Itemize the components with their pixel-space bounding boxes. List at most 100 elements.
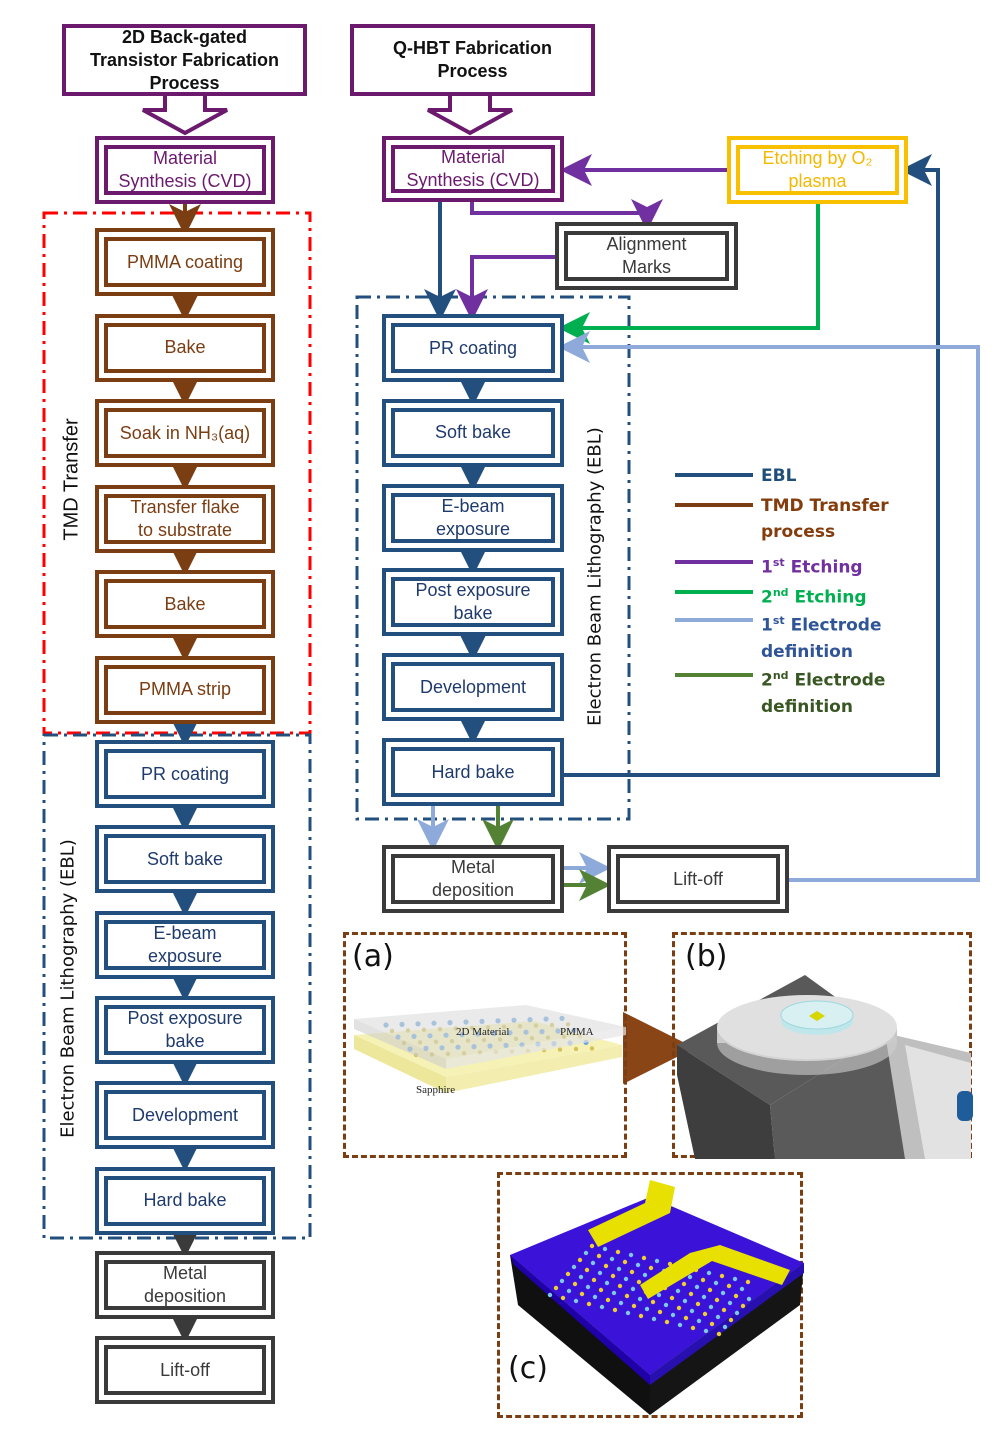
panel-a: (a) 2D Material PMMA Sapphire (343, 932, 627, 1158)
legend-swatch (675, 560, 753, 564)
left-post-step-label: Metal deposition (104, 1260, 266, 1310)
legend-swatch (675, 473, 753, 477)
left-flow-title: 2D Back-gated Transistor Fabrication Pro… (62, 24, 307, 96)
right-flow-title: Q-HBT Fabrication Process (350, 24, 595, 96)
right-ebl-step-label: Hard bake (391, 747, 555, 797)
tmd-step-label: Bake (104, 579, 266, 629)
left-ebl-step-label: Hard bake (104, 1175, 266, 1226)
panel-b-spin-coater-illustration (677, 975, 973, 1159)
right-ebl-step-box: E-beam exposure (382, 483, 564, 552)
right-ebl-group-label: Electron Beam Lithography (EBL) (584, 427, 606, 726)
alignment-marks-label: Alignment Marks (564, 231, 729, 281)
tmd-step-label: PMMA coating (104, 237, 266, 287)
right-ebl-step-label: Soft bake (391, 407, 555, 458)
left-ebl-step-label: Soft bake (104, 834, 266, 885)
legend-label: 1st Etching (761, 556, 863, 578)
panel-c-device-illustration (510, 1180, 804, 1415)
right-ebl-step-box: PR coating (382, 314, 564, 382)
legend-label: 2nd Etching (761, 586, 867, 608)
tmd-transfer-group-label: TMD Transfer (60, 418, 83, 541)
electrode-1 (588, 1180, 675, 1247)
tmd-step-box: PMMA strip (95, 655, 275, 724)
left-ebl-step-box: Development (95, 1081, 275, 1150)
legend-label: 2nd Electrode definition (761, 669, 886, 717)
panel-a-sapphire-label: Sapphire (416, 1084, 455, 1096)
legend-item: 2nd Electrode definition (675, 663, 885, 720)
panel-c: (c) (497, 1172, 804, 1418)
left-ebl-group-label: Electron Beam Lithography (EBL) (57, 839, 79, 1138)
legend-label: EBL (761, 466, 797, 486)
right-liftoff-label: Lift-off (616, 854, 780, 904)
legend-item: 2nd Etching (675, 580, 867, 611)
right-ebl-step-box: Hard bake (382, 738, 564, 806)
legend-item: EBL (675, 463, 796, 489)
left-ebl-step-label: Development (104, 1090, 266, 1141)
right-metal-deposition-label: Metal deposition (391, 854, 555, 904)
tmd-step-label: Bake (104, 322, 266, 373)
etching-o2-plasma-label: Etching by O₂ plasma (736, 145, 899, 195)
electrode-2 (640, 1245, 790, 1299)
panel-a-pmma-label: PMMA (560, 1026, 594, 1038)
left-ebl-step-label: Post exposure bake (104, 1004, 266, 1055)
legend-swatch (675, 590, 753, 594)
ebl-hardbake-to-etching-arrow (563, 154, 940, 777)
left-material-synthesis-label: Material Synthesis (CVD) (104, 145, 266, 195)
panel-b-label: (b) (685, 939, 728, 974)
legend-label: TMD Transfer process (761, 496, 889, 542)
legend-label: 1st Electrode definition (761, 614, 882, 662)
etch2-etching-to-pr-arrow (558, 198, 820, 344)
alignment-marks-box: Alignment Marks (555, 222, 738, 290)
tmd-step-label: Transfer flake to substrate (104, 493, 266, 544)
pmma-layer (354, 1005, 626, 1059)
right-title-arrow-icon (427, 96, 513, 136)
tmd-step-box: PMMA coating (95, 228, 275, 296)
right-metal-deposition-box: Metal deposition (382, 845, 564, 913)
etching-o2-plasma-box: Etching by O₂ plasma (727, 136, 908, 204)
right-ebl-step-label: PR coating (391, 323, 555, 373)
legend-item: 1st Etching (675, 550, 863, 581)
left-ebl-step-label: PR coating (104, 749, 266, 799)
left-ebl-step-box: Hard bake (95, 1166, 275, 1235)
left-post-step-box: Lift-off (95, 1336, 275, 1404)
legend-swatch (675, 503, 753, 507)
panel-a-label: (a) (352, 939, 394, 974)
panel-a-illustration: 2D Material PMMA Sapphire (354, 1005, 626, 1096)
left-ebl-step-box: Post exposure bake (95, 995, 275, 1064)
tmd-step-label: PMMA strip (104, 664, 266, 715)
electrode1-liftoff-to-pr-arrow (558, 331, 980, 882)
left-ebl-step-box: E-beam exposure (95, 910, 275, 979)
tmd-step-box: Bake (95, 313, 275, 382)
right-ebl-step-box: Soft bake (382, 398, 564, 467)
tmd-step-box: Bake (95, 570, 275, 638)
right-ebl-step-label: E-beam exposure (391, 492, 555, 543)
left-title-arrow-icon (142, 96, 228, 136)
panel-a-material-label: 2D Material (456, 1026, 509, 1038)
tmd-step-label: Soak in NH₃(aq) (104, 408, 266, 458)
left-post-step-box: Metal deposition (95, 1251, 275, 1319)
left-ebl-group-border (42, 733, 312, 1240)
etch1-synthesis-to-alignment-arrow (470, 199, 663, 231)
right-material-synthesis-box: Material Synthesis (CVD) (382, 136, 564, 202)
right-liftoff-box: Lift-off (607, 845, 789, 913)
panel-b: (b) (672, 932, 973, 1159)
right-ebl-step-label: Development (391, 662, 555, 713)
tmd-step-box: Transfer flake to substrate (95, 484, 275, 553)
left-ebl-step-box: PR coating (95, 740, 275, 808)
right-ebl-step-label: Post exposure bake (391, 577, 555, 628)
panel-c-label: (c) (508, 1351, 548, 1386)
legend-swatch (675, 673, 753, 677)
left-ebl-step-box: Soft bake (95, 825, 275, 894)
legend-swatch (675, 618, 753, 622)
legend-item: 1st Electrode definition (675, 608, 882, 665)
etch1-alignment-to-pr-arrow (456, 255, 556, 321)
legend-item: TMD Transfer process (675, 493, 889, 545)
left-material-synthesis-box: Material Synthesis (CVD) (95, 136, 275, 204)
right-ebl-step-box: Development (382, 653, 564, 722)
2d-material-lattice (547, 1243, 752, 1337)
left-ebl-step-label: E-beam exposure (104, 919, 266, 970)
left-post-step-label: Lift-off (104, 1345, 266, 1395)
tmd-step-box: Soak in NH₃(aq) (95, 399, 275, 467)
right-ebl-step-box: Post exposure bake (382, 568, 564, 637)
